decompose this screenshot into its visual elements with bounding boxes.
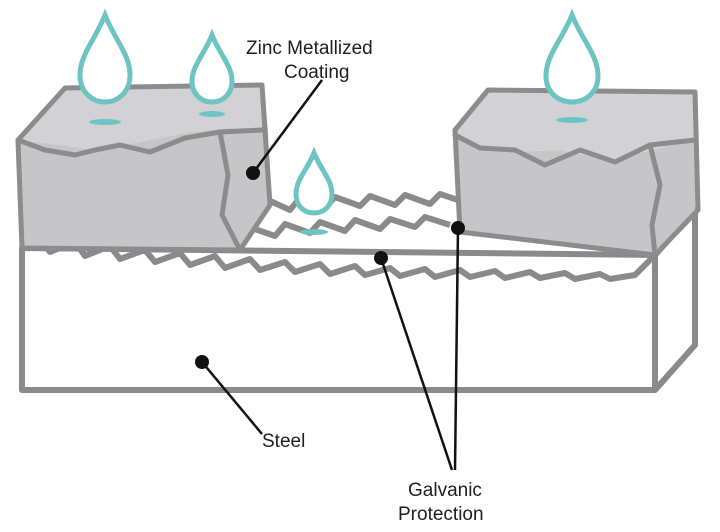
zinc-left-outline bbox=[15, 82, 273, 253]
zinc-right-rough-edge bbox=[452, 132, 698, 168]
galvanic-marker-dot-2 bbox=[451, 221, 465, 235]
water-drop-icon bbox=[189, 28, 235, 117]
water-drop-icon bbox=[77, 8, 133, 125]
galvanic-label-line1: Galvanic bbox=[408, 480, 482, 501]
coating-leader-line bbox=[251, 79, 324, 174]
zinc-left-front-face bbox=[18, 128, 270, 250]
steel-front-face bbox=[19, 245, 658, 393]
labels: Zinc Metallized Coating Steel Galvanic P… bbox=[246, 38, 484, 525]
coating-label-line1: Zinc Metallized bbox=[246, 38, 373, 59]
steel-serrated-front-edge bbox=[20, 235, 658, 282]
steel-serrated-mid-edge bbox=[251, 214, 451, 239]
galvanic-leader-line-2 bbox=[453, 227, 460, 471]
steel-marker-dot bbox=[195, 355, 209, 369]
zinc-coating-right bbox=[452, 87, 701, 258]
water-drop-icon bbox=[293, 146, 335, 235]
zinc-left-corner-edge bbox=[217, 129, 243, 253]
coating-label-line2: Coating bbox=[284, 62, 350, 83]
leader-lines bbox=[195, 79, 465, 471]
coating-marker-dot bbox=[246, 166, 260, 180]
zinc-right-top-face bbox=[455, 90, 698, 160]
water-drops bbox=[77, 8, 601, 235]
zinc-right-front-face bbox=[455, 130, 698, 255]
galvanic-marker-dot-1 bbox=[374, 251, 388, 265]
water-drop-icon bbox=[543, 8, 601, 123]
steel-leader-line bbox=[201, 361, 263, 435]
zinc-right-corner-edge bbox=[647, 142, 663, 258]
galvanic-label-line2: Protection bbox=[398, 504, 484, 525]
galvanic-leader-line-1 bbox=[379, 257, 454, 471]
zinc-left-rough-edge bbox=[15, 127, 265, 158]
steel-label: Steel bbox=[262, 431, 305, 452]
zinc-coating-left bbox=[15, 82, 273, 253]
